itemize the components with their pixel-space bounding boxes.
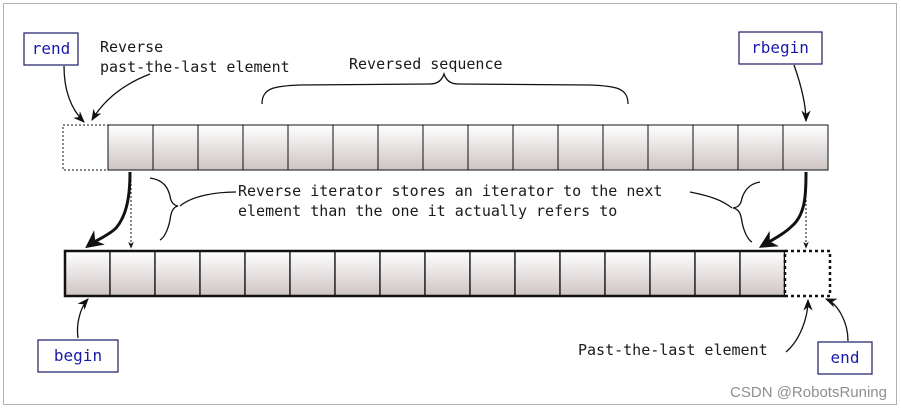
top-array-cell: [197, 124, 244, 171]
rbegin-label: rbegin: [751, 38, 809, 57]
bottom-array: [63, 249, 832, 298]
bottom-array-cell: [649, 250, 696, 297]
bottom-array-cell: [739, 250, 786, 297]
bottom-array-cell: [199, 250, 246, 297]
top-array-cell: [287, 124, 334, 171]
top-array-cell: [377, 124, 424, 171]
top-array-cell: [332, 124, 379, 171]
top-array-cell: [782, 124, 829, 171]
top-array-cell: [467, 124, 514, 171]
top-array-cell: [512, 124, 559, 171]
top-array-cell: [152, 124, 199, 171]
top-array-cell: [242, 124, 289, 171]
end-arrow: [824, 298, 849, 342]
rend-label-box: [23, 32, 79, 66]
top-array-outline: [107, 124, 829, 171]
watermark: CSDN @RobotsRuning: [730, 384, 887, 401]
bottom-array-cell: [604, 250, 651, 297]
bottom-array-cell: [469, 250, 516, 297]
bottom-array-cell: [109, 250, 156, 297]
top-array-cell: [647, 124, 694, 171]
reversed-sequence-brace: [261, 71, 629, 105]
bottom-array-cell: [559, 250, 606, 297]
bottom-end-cell: [783, 249, 832, 298]
end-label-box: [817, 341, 873, 375]
rbegin-label-box: [738, 31, 823, 65]
rend-label: rend: [32, 39, 71, 58]
top-array-cell: [737, 124, 784, 171]
top-array: [62, 124, 829, 171]
top-rend-cell: [62, 124, 109, 171]
bottom-array-cell: [694, 250, 741, 297]
rbegin-to-end-bold-arrow: [758, 171, 808, 248]
top-array-cell: [692, 124, 739, 171]
note-leader-right: [689, 191, 733, 209]
bottom-array-cell: [244, 250, 291, 297]
rend-to-begin-bold-arrow: [85, 171, 132, 249]
note-text-2: element than the one it actually refers …: [238, 202, 617, 220]
past-the-last-arrow: [785, 298, 813, 353]
top-array-cell: [557, 124, 604, 171]
begin-arrow: [76, 298, 89, 339]
bottom-array-cell: [424, 250, 471, 297]
note-text-1: Reverse iterator stores an iterator to t…: [238, 182, 662, 200]
reverse-past-arrow: [91, 73, 151, 122]
top-array-cell: [602, 124, 649, 171]
reverse-past-text-1: Reverse: [100, 38, 163, 56]
bottom-array-cell: [334, 250, 381, 297]
rbegin-arrow: [793, 64, 811, 123]
bottom-array-cell: [64, 250, 111, 297]
reverse-past-text-2: past-the-last element: [100, 58, 290, 76]
top-array-cell: [422, 124, 469, 171]
end-label: end: [831, 348, 860, 367]
reversed-sequence-text: Reversed sequence: [349, 55, 503, 73]
bottom-array-cell: [514, 250, 561, 297]
left-brace: [149, 177, 179, 241]
bottom-array-cell: [154, 250, 201, 297]
begin-label-box: [37, 339, 119, 373]
past-the-last-text: Past-the-last element: [578, 341, 768, 359]
bottom-array-cell: [289, 250, 336, 297]
bottom-array-cell: [379, 250, 426, 297]
rend-arrow: [63, 65, 85, 123]
outer-frame: [3, 3, 897, 405]
begin-label: begin: [54, 346, 102, 365]
right-brace: [732, 181, 761, 243]
top-array-cell: [107, 124, 154, 171]
note-leader-left: [179, 191, 237, 207]
